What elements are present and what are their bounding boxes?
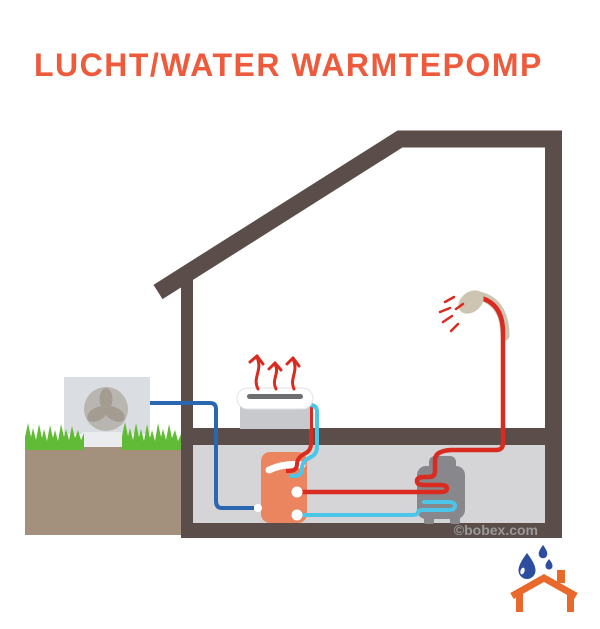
- pipe-cyan-coil: [295, 500, 458, 517]
- water-drops-icon: [518, 545, 553, 579]
- house-logo-icon: [510, 570, 578, 612]
- basement-interior: [193, 445, 545, 523]
- shower-head-icon: [438, 290, 484, 333]
- outdoor-heat-pump-icon: [64, 377, 150, 448]
- pipe-radiator-cyan: [290, 403, 319, 478]
- floor-slab-bottom: [181, 523, 561, 538]
- pipe-blue: [150, 401, 254, 510]
- pipe-red-main: [297, 294, 506, 495]
- unit-swoosh: [265, 461, 306, 474]
- connector-dot: [254, 504, 262, 512]
- watermark: ©bobex.com: [454, 522, 538, 538]
- page-title: LUCHT/WATER WARMTEPOMP: [34, 47, 543, 83]
- heat-arrows-icon: [248, 354, 301, 391]
- house-roof: [153, 130, 562, 538]
- connector-dot: [291, 486, 303, 498]
- soil: [25, 447, 181, 535]
- radiator-icon: [236, 387, 314, 429]
- floor-slab-top: [181, 428, 561, 445]
- shower-spray: [438, 295, 465, 333]
- connector-dot: [291, 509, 303, 521]
- grass-icon: [25, 422, 181, 450]
- logo: [510, 545, 578, 612]
